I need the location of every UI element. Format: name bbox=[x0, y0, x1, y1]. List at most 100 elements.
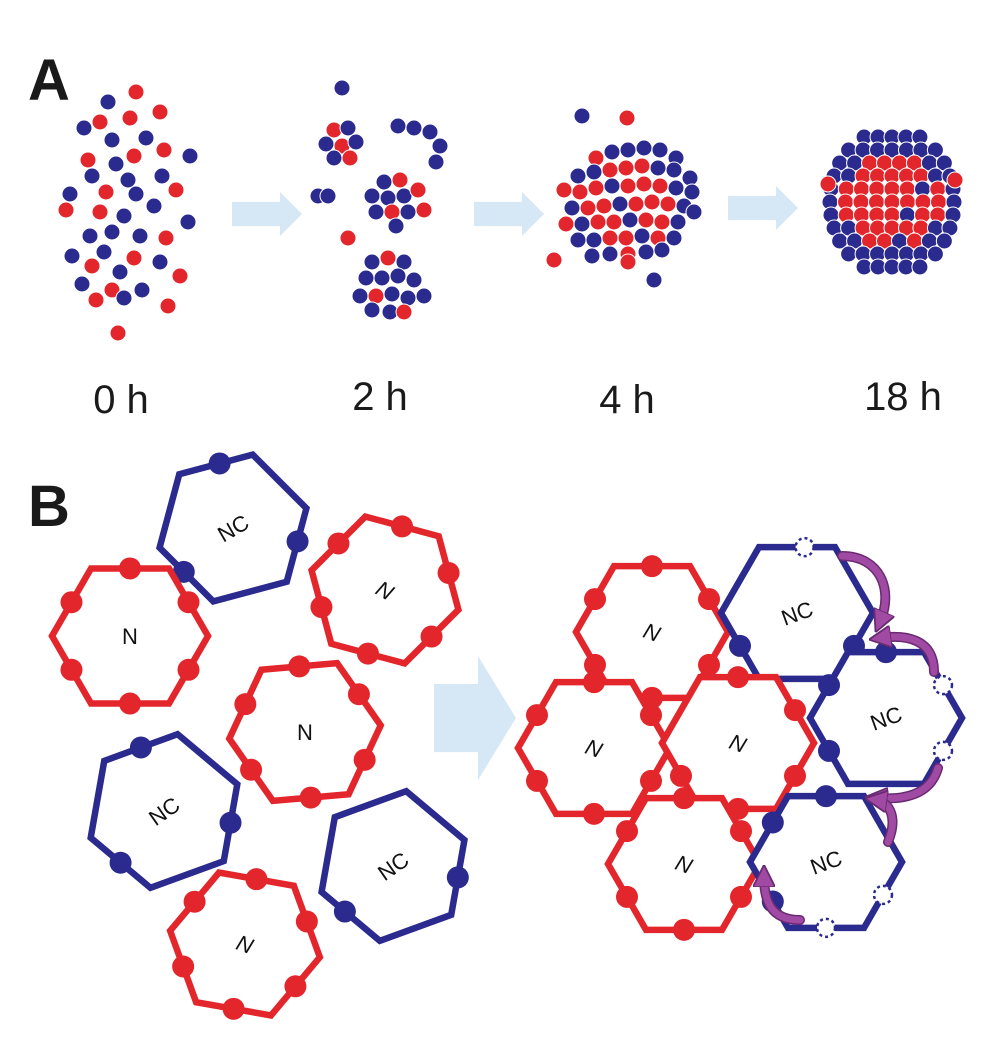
junction-dot bbox=[109, 851, 132, 874]
junction-dot bbox=[177, 591, 200, 614]
cell-dot-4h bbox=[617, 159, 635, 177]
cell-dot-0h bbox=[157, 229, 175, 247]
cell-dot-4h bbox=[651, 141, 669, 159]
cell-dot-2h bbox=[405, 119, 423, 137]
process-arrow-icon bbox=[474, 192, 544, 236]
junction-dot bbox=[295, 910, 318, 933]
cell-dot-0h bbox=[153, 167, 171, 185]
nc-cell: NC bbox=[717, 536, 877, 683]
cell-dot-4h bbox=[633, 157, 651, 175]
cell-dot-4h bbox=[681, 169, 699, 187]
cell-dot-0h bbox=[151, 103, 169, 121]
cell-dot-4h bbox=[579, 199, 597, 217]
cell-dot-4h bbox=[583, 247, 601, 265]
junction-dot bbox=[60, 591, 83, 614]
cell-dot-2h bbox=[389, 267, 407, 285]
cell-dot-18h bbox=[840, 245, 858, 263]
cell-clusters bbox=[57, 79, 964, 342]
junction-dot bbox=[391, 515, 414, 538]
junction-dot bbox=[727, 666, 749, 689]
junction-dot bbox=[784, 764, 806, 787]
empty-junction-dot bbox=[815, 917, 837, 939]
cell-dot-2h bbox=[391, 171, 409, 189]
cell-dot-2h bbox=[427, 153, 445, 171]
cell-dot-2h bbox=[373, 269, 391, 287]
cell-dot-4h bbox=[585, 231, 603, 249]
cell-dot-4h bbox=[601, 245, 619, 263]
cell-dot-2h bbox=[325, 121, 343, 139]
cell-dot-2h bbox=[383, 203, 401, 221]
cell-dot-2h bbox=[357, 269, 375, 287]
cell-dot-4h bbox=[665, 229, 683, 247]
process-arrows bbox=[232, 186, 798, 236]
cell-dot-0h bbox=[103, 131, 121, 149]
cell-dot-2h bbox=[367, 203, 385, 221]
time-label-4h: 4 h bbox=[599, 378, 655, 422]
cell-dot-2h bbox=[351, 287, 369, 305]
junction-dot bbox=[208, 452, 231, 475]
cell-dot-2h bbox=[367, 287, 385, 305]
junction-dot bbox=[446, 866, 469, 889]
junction-dot bbox=[583, 671, 605, 694]
transfer-arrows bbox=[764, 551, 943, 925]
cell-dot-0h bbox=[121, 109, 139, 127]
cell-dot-2h bbox=[421, 123, 439, 141]
cell-dot-0h bbox=[61, 185, 79, 203]
empty-junction-dot bbox=[872, 884, 894, 906]
cell-dot-4h bbox=[637, 211, 655, 229]
empty-junction-dot bbox=[932, 740, 954, 762]
nc-cell: NC bbox=[87, 730, 242, 892]
n-cell: N bbox=[307, 512, 463, 668]
cell-dot-0h bbox=[155, 141, 173, 159]
cell-dot-2h bbox=[325, 149, 343, 167]
n-cell: N bbox=[514, 671, 674, 825]
junction-dot bbox=[119, 557, 141, 580]
cell-dot-0h bbox=[179, 213, 197, 231]
junction-dot bbox=[730, 820, 752, 843]
n-cell-label: N bbox=[297, 720, 313, 745]
cell-dot-4h bbox=[601, 229, 619, 247]
cell-dot-4h bbox=[667, 179, 685, 197]
cell-dot-0h bbox=[103, 281, 121, 299]
transfer-arrow-icon bbox=[764, 876, 804, 924]
cell-dot-4h bbox=[545, 251, 563, 269]
cell-dot-4h bbox=[603, 177, 621, 195]
nc-cell: NC bbox=[318, 787, 469, 945]
process-arrow-icon bbox=[434, 656, 516, 780]
junction-dot bbox=[310, 596, 333, 619]
junction-dot bbox=[673, 918, 695, 941]
cell-dot-4h bbox=[619, 177, 637, 195]
junction-dot bbox=[815, 785, 837, 808]
cell-dot-0h bbox=[119, 171, 137, 189]
cell-dot-2h bbox=[431, 137, 449, 155]
cell-dot-0h bbox=[95, 243, 113, 261]
cell-dot-4h bbox=[569, 167, 587, 185]
junction-dot bbox=[673, 787, 695, 810]
cell-dot-2h bbox=[387, 217, 405, 235]
panel-a-letter: A bbox=[28, 48, 70, 113]
cell-dot-4h bbox=[643, 193, 661, 211]
junction-dot bbox=[327, 532, 350, 555]
cell-dot-0h bbox=[109, 324, 127, 342]
cell-dot-2h bbox=[379, 249, 397, 267]
nc-cell-outline bbox=[318, 787, 468, 945]
cell-dot-0h bbox=[75, 119, 93, 137]
time-label-2h: 2 h bbox=[352, 375, 408, 419]
n-cell-outline bbox=[658, 673, 818, 813]
cell-dot-4h bbox=[605, 213, 623, 231]
cell-dot-18h bbox=[926, 245, 944, 263]
cell-dot-2h bbox=[341, 149, 359, 167]
cell-dot-0h bbox=[159, 297, 177, 315]
junction-dot bbox=[60, 658, 83, 681]
cell-dot-2h bbox=[399, 289, 417, 307]
cell-dot-4h bbox=[651, 177, 669, 195]
cell-dot-4h bbox=[573, 215, 591, 233]
cell-dot-2h bbox=[415, 201, 433, 219]
cell-dot-0h bbox=[181, 147, 199, 165]
junction-dot bbox=[420, 625, 443, 648]
cell-dot-2h bbox=[383, 285, 401, 303]
cell-dot-2h bbox=[395, 303, 413, 321]
n-cell-outline bbox=[48, 565, 212, 707]
junction-dot bbox=[245, 868, 268, 891]
junction-dot bbox=[286, 530, 309, 553]
